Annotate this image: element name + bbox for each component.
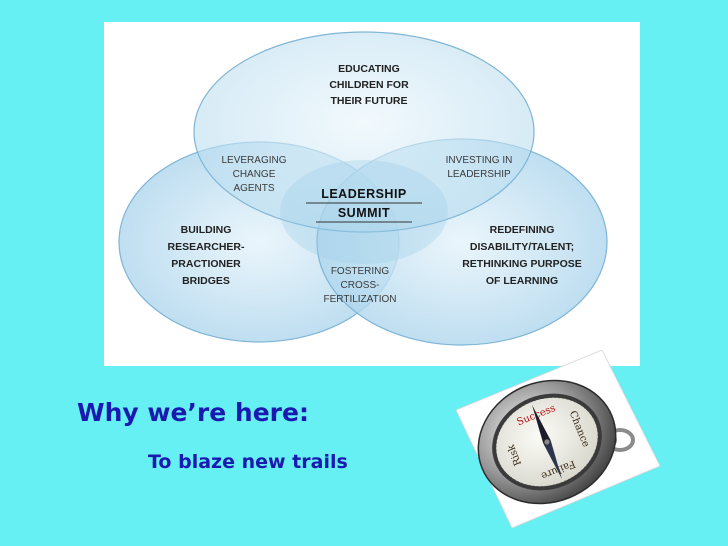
- svg-text:LEVERAGING: LEVERAGING: [221, 155, 286, 166]
- svg-text:CHANGE: CHANGE: [233, 169, 276, 180]
- why-heading: Why we’re here:: [77, 398, 309, 427]
- center-highlight: [280, 160, 448, 264]
- top-circle-label: EDUCATING CHILDREN FOR THEIR FUTURE: [329, 63, 409, 107]
- svg-text:FOSTERING: FOSTERING: [331, 266, 390, 277]
- svg-text:THEIR FUTURE: THEIR FUTURE: [331, 95, 408, 107]
- right-circle-label: REDEFINING DISABILITY/TALENT; RETHINKING…: [462, 224, 582, 287]
- svg-text:OF LEARNING: OF LEARNING: [486, 275, 558, 287]
- left-circle-label: BUILDING RESEARCHER- PRACTIONER BRIDGES: [167, 224, 245, 287]
- svg-text:RETHINKING PURPOSE: RETHINKING PURPOSE: [462, 258, 582, 270]
- investing-leadership-label: INVESTING IN LEADERSHIP: [446, 155, 513, 180]
- svg-text:LEADERSHIP: LEADERSHIP: [321, 187, 407, 201]
- svg-text:CHILDREN FOR: CHILDREN FOR: [329, 79, 409, 91]
- center-label: LEADERSHIP SUMMIT: [306, 187, 422, 223]
- compass-icon: Success Failure Chance Risk: [455, 350, 661, 529]
- svg-text:LEADERSHIP: LEADERSHIP: [447, 169, 511, 180]
- svg-text:DISABILITY/TALENT;: DISABILITY/TALENT;: [470, 241, 574, 253]
- svg-text:FERTILIZATION: FERTILIZATION: [324, 294, 397, 305]
- svg-text:BUILDING: BUILDING: [181, 224, 232, 236]
- svg-text:RESEARCHER-: RESEARCHER-: [167, 241, 245, 253]
- fostering-label: FOSTERING CROSS- FERTILIZATION: [324, 266, 397, 305]
- svg-text:PRACTIONER: PRACTIONER: [171, 258, 241, 270]
- svg-text:EDUCATING: EDUCATING: [338, 63, 400, 75]
- svg-text:BRIDGES: BRIDGES: [182, 275, 230, 287]
- compass-image: Success Failure Chance Risk: [452, 350, 662, 530]
- venn-diagram-card: EDUCATING CHILDREN FOR THEIR FUTURE LEVE…: [104, 22, 640, 366]
- svg-text:SUMMIT: SUMMIT: [338, 206, 390, 220]
- venn-diagram: EDUCATING CHILDREN FOR THEIR FUTURE LEVE…: [118, 31, 608, 346]
- svg-text:INVESTING IN: INVESTING IN: [446, 155, 513, 166]
- leveraging-change-label: LEVERAGING CHANGE AGENTS: [221, 155, 286, 194]
- svg-text:CROSS-: CROSS-: [341, 280, 380, 291]
- subheading: To blaze new trails: [148, 451, 348, 473]
- svg-text:REDEFINING: REDEFINING: [490, 224, 555, 236]
- svg-text:AGENTS: AGENTS: [233, 183, 274, 194]
- circle-top: [193, 31, 535, 233]
